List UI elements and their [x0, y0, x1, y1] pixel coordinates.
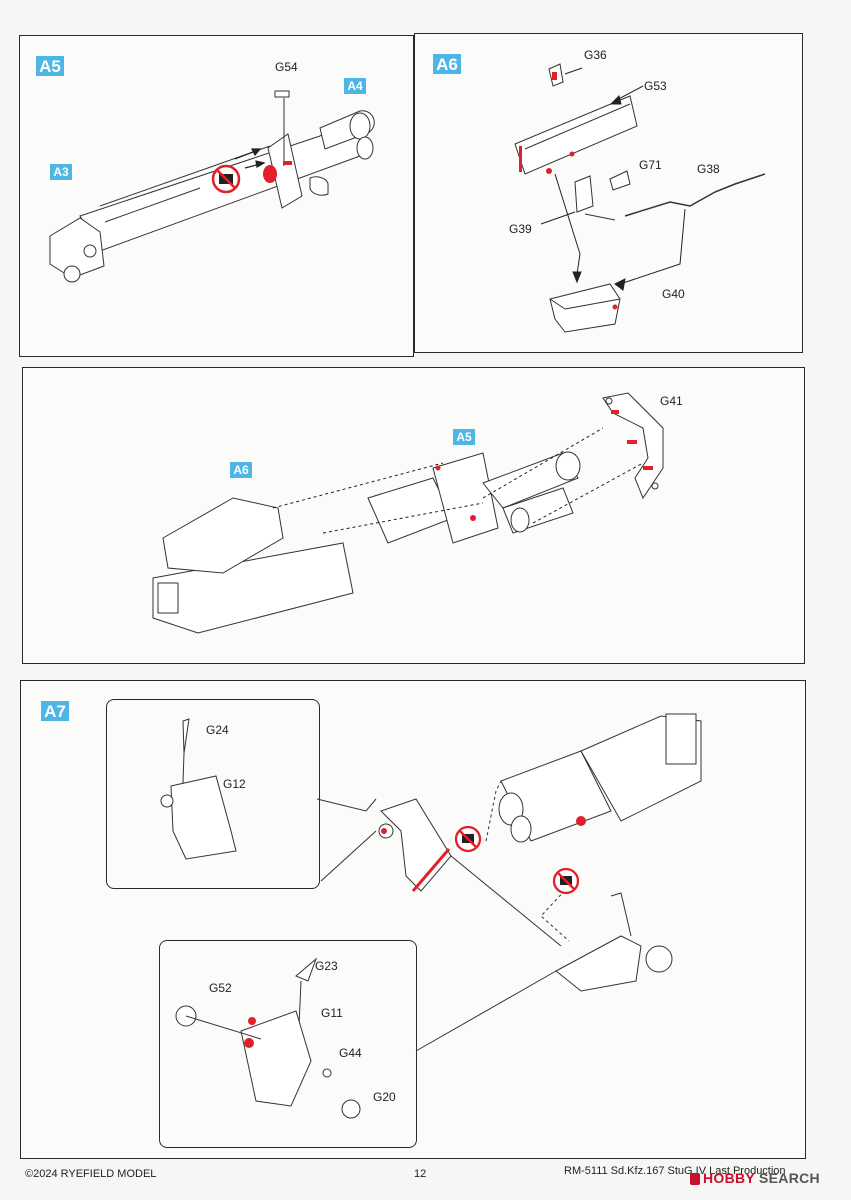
- no-glue-icon: [454, 825, 482, 853]
- glue-point: [381, 828, 387, 834]
- callout-tag-a5: A5: [453, 429, 475, 445]
- glue-point: [411, 848, 451, 892]
- glue-point: [643, 466, 653, 470]
- no-glue-icon: [552, 867, 580, 895]
- step-tag-a7: A7: [41, 701, 69, 721]
- glue-point: [569, 151, 575, 157]
- glue-point: [612, 304, 618, 310]
- mount-assembly-drawing: [152, 392, 664, 634]
- part-label-g53: G53: [644, 79, 667, 93]
- glue-point: [519, 146, 522, 172]
- glue-point: [546, 168, 552, 174]
- part-label-g24: G24: [206, 723, 229, 737]
- glue-point: [435, 465, 441, 471]
- seat-frame-assembly-drawing: [514, 63, 766, 333]
- part-label-g23: G23: [315, 959, 338, 973]
- step-tag-a5: A5: [36, 56, 64, 76]
- callout-tag-a4: A4: [344, 78, 366, 94]
- part-label-g41: G41: [660, 394, 683, 408]
- step-tag-a6: A6: [433, 54, 461, 74]
- footer-page-number: 12: [414, 1168, 427, 1180]
- part-label-g40: G40: [662, 287, 685, 301]
- elevation-mechanism-drawing: [160, 713, 702, 1119]
- callout-tag-a6: A6: [230, 462, 252, 478]
- part-g54-shape: [274, 90, 290, 166]
- part-label-g44: G44: [339, 1046, 362, 1060]
- part-label-g54: G54: [275, 60, 298, 74]
- panel-assembly-a5-a6: A5 A6 G41: [22, 367, 805, 664]
- footer-copyright: ©2024 RYEFIELD MODEL: [25, 1168, 157, 1180]
- glue-point: [552, 72, 557, 80]
- no-glue-icon: [211, 164, 241, 194]
- glue-point: [576, 816, 586, 826]
- glue-point: [263, 165, 277, 183]
- part-label-g36: G36: [584, 48, 607, 62]
- panel-a7: A7 G24 G12 G23 G52 G11 G44 G20: [20, 680, 806, 1159]
- glue-point: [244, 1038, 254, 1048]
- part-label-g52: G52: [209, 981, 232, 995]
- part-label-g39: G39: [509, 222, 532, 236]
- part-label-g71: G71: [639, 158, 662, 172]
- glue-point: [611, 410, 619, 414]
- footer-product-title: RM-5111 Sd.Kfz.167 StuG.IV Last Producti…: [564, 1165, 786, 1177]
- hobbysearch-watermark: HOBBY SEARCH: [690, 1170, 820, 1186]
- watermark-logo-icon: [690, 1173, 700, 1186]
- part-label-g12: G12: [223, 777, 246, 791]
- part-label-g38: G38: [697, 162, 720, 176]
- glue-point: [470, 515, 476, 521]
- panel-a5: A5 A4 A3 G54: [19, 35, 414, 357]
- callout-tag-a3: A3: [50, 164, 72, 180]
- panel-a6: A6 G36 G53 G71 G38 G39 G40: [414, 33, 803, 353]
- glue-point: [248, 1017, 256, 1025]
- glue-point: [627, 440, 637, 444]
- part-label-g11: G11: [321, 1006, 343, 1020]
- glue-point: [283, 161, 292, 165]
- gun-barrel-assembly-drawing: [49, 90, 375, 283]
- part-label-g20: G20: [373, 1090, 396, 1104]
